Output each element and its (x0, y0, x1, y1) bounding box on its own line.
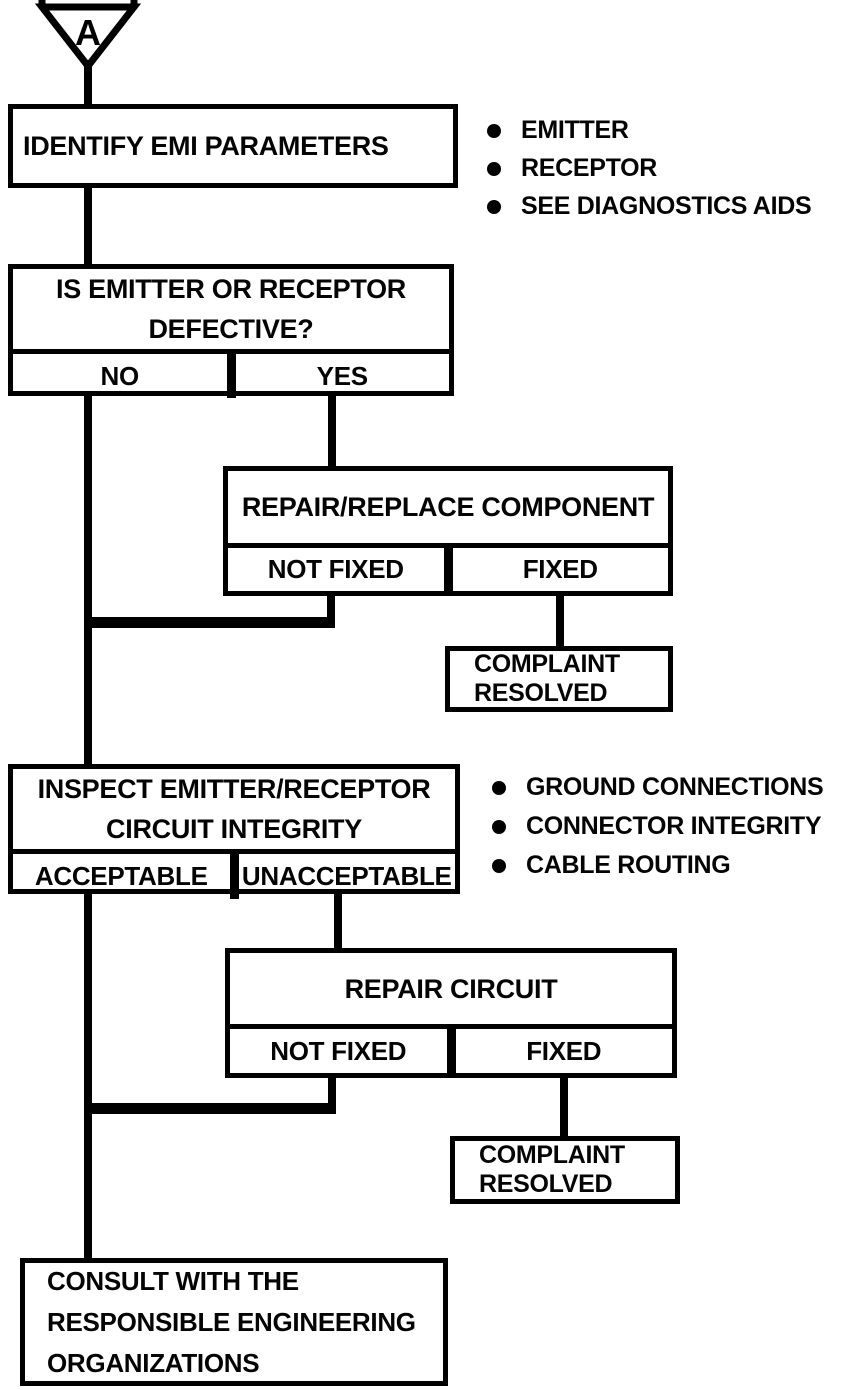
bullet-label: RECEPTOR (521, 154, 658, 182)
node-consult-engineering-organizations: CONSULT WITH THE RESPONSIBLE ENGINEERING… (20, 1258, 448, 1386)
node-question: IS EMITTER OR RECEPTOR DEFECTIVE? (13, 269, 449, 349)
list-item: RECEPTOR (487, 154, 811, 183)
node-repair-circuit: REPAIR CIRCUIT NOT FIXED FIXED (225, 948, 677, 1078)
node-question: INSPECT EMITTER/RECEPTOR CIRCUIT INTEGRI… (13, 769, 455, 849)
node-inspect-circuit-integrity: INSPECT EMITTER/RECEPTOR CIRCUIT INTEGRI… (8, 764, 460, 899)
decision-row: NO YES (13, 349, 449, 398)
bullet-label: CABLE ROUTING (526, 851, 731, 879)
bullet-list-emi-parameters: EMITTER RECEPTOR SEE DIAGNOSTICS AIDS (487, 116, 812, 221)
terminal-line: COMPLAINT (479, 1141, 625, 1169)
bullet-icon (492, 858, 506, 873)
node-complaint-resolved-2: COMPLAINT RESOLVED (450, 1136, 680, 1204)
flow-line-a-to-identify (84, 62, 92, 108)
decision-unacceptable: UNACCEPTABLE (229, 854, 456, 899)
decision-not-fixed: NOT FIXED (267, 554, 404, 584)
decision-not-fixed: NOT FIXED (270, 1035, 407, 1066)
flow-line-notfixed2 (328, 1076, 336, 1112)
list-item: GROUND CONNECTIONS (492, 773, 824, 802)
bullet-label: GROUND CONNECTIONS (526, 773, 824, 801)
bullet-icon (492, 780, 506, 795)
flow-line-notfixed2-elbow (84, 1103, 336, 1114)
node-is-emitter-or-receptor-defective: IS EMITTER OR RECEPTOR DEFECTIVE? NO YES (8, 264, 454, 398)
consult-line: RESPONSIBLE ENGINEERING (47, 1306, 416, 1337)
decision-row: NOT FIXED FIXED (228, 543, 668, 591)
bullet-icon (487, 123, 501, 138)
flow-line-notfixed1-elbow (84, 617, 335, 628)
bullet-icon (487, 199, 501, 214)
flow-line-unacceptable-branch (334, 892, 342, 950)
bullet-label: SEE DIAGNOSTICS AIDS (521, 192, 812, 220)
flow-line-notfixed1 (327, 594, 335, 628)
decision-yes: YES (226, 354, 450, 398)
decision-no: NO (100, 360, 140, 391)
list-item: CONNECTOR INTEGRITY (492, 812, 823, 841)
node-complaint-resolved-1: COMPLAINT RESOLVED (445, 646, 673, 712)
node-identify-emi-parameters: IDENTIFY EMI PARAMETERS (8, 104, 458, 188)
flow-line-fixed2 (560, 1076, 568, 1138)
list-item: CABLE ROUTING (492, 851, 823, 880)
flow-line-no-branch (84, 394, 92, 766)
node-title: REPAIR CIRCUIT (344, 973, 558, 1004)
decision-row: NOT FIXED FIXED (230, 1024, 672, 1073)
terminal-line: RESOLVED (479, 1170, 613, 1198)
flow-line-identify-to-defective (84, 186, 92, 266)
bullet-icon (492, 819, 506, 834)
consult-line: CONSULT WITH THE (47, 1265, 299, 1296)
node-title: IDENTIFY EMI PARAMETERS (23, 130, 389, 161)
flow-line-fixed1 (556, 594, 564, 650)
bullet-list-circuit-integrity: GROUND CONNECTIONS CONNECTOR INTEGRITY C… (492, 773, 824, 880)
flow-line-yes-branch (328, 394, 336, 468)
consult-line: ORGANIZATIONS (47, 1347, 260, 1378)
terminal-line: RESOLVED (474, 679, 608, 707)
decision-fixed: FIXED (446, 1029, 673, 1073)
list-item: SEE DIAGNOSTICS AIDS (487, 192, 812, 221)
flow-line-acceptable-branch (84, 892, 92, 1260)
question-line: CIRCUIT INTEGRITY (106, 814, 362, 844)
offpage-connector-a: A (34, 0, 142, 72)
bullet-label: EMITTER (521, 116, 629, 144)
triangle-icon (34, 3, 142, 72)
node-repair-replace-component: REPAIR/REPLACE COMPONENT NOT FIXED FIXED (223, 466, 673, 596)
bullet-icon (487, 161, 501, 176)
decision-fixed: FIXED (443, 548, 669, 591)
node-title: REPAIR/REPLACE COMPONENT (241, 492, 655, 522)
terminal-line: COMPLAINT (474, 650, 620, 678)
connector-a-label: A (75, 12, 101, 53)
decision-acceptable: ACCEPTABLE (34, 861, 208, 891)
bullet-label: CONNECTOR INTEGRITY (526, 812, 822, 840)
question-line: INSPECT EMITTER/RECEPTOR (37, 774, 431, 804)
question-line: IS EMITTER OR RECEPTOR (56, 274, 406, 304)
list-item: EMITTER (487, 116, 811, 145)
question-line: DEFECTIVE? (148, 314, 314, 344)
decision-row: ACCEPTABLE UNACCEPTABLE (13, 849, 455, 899)
